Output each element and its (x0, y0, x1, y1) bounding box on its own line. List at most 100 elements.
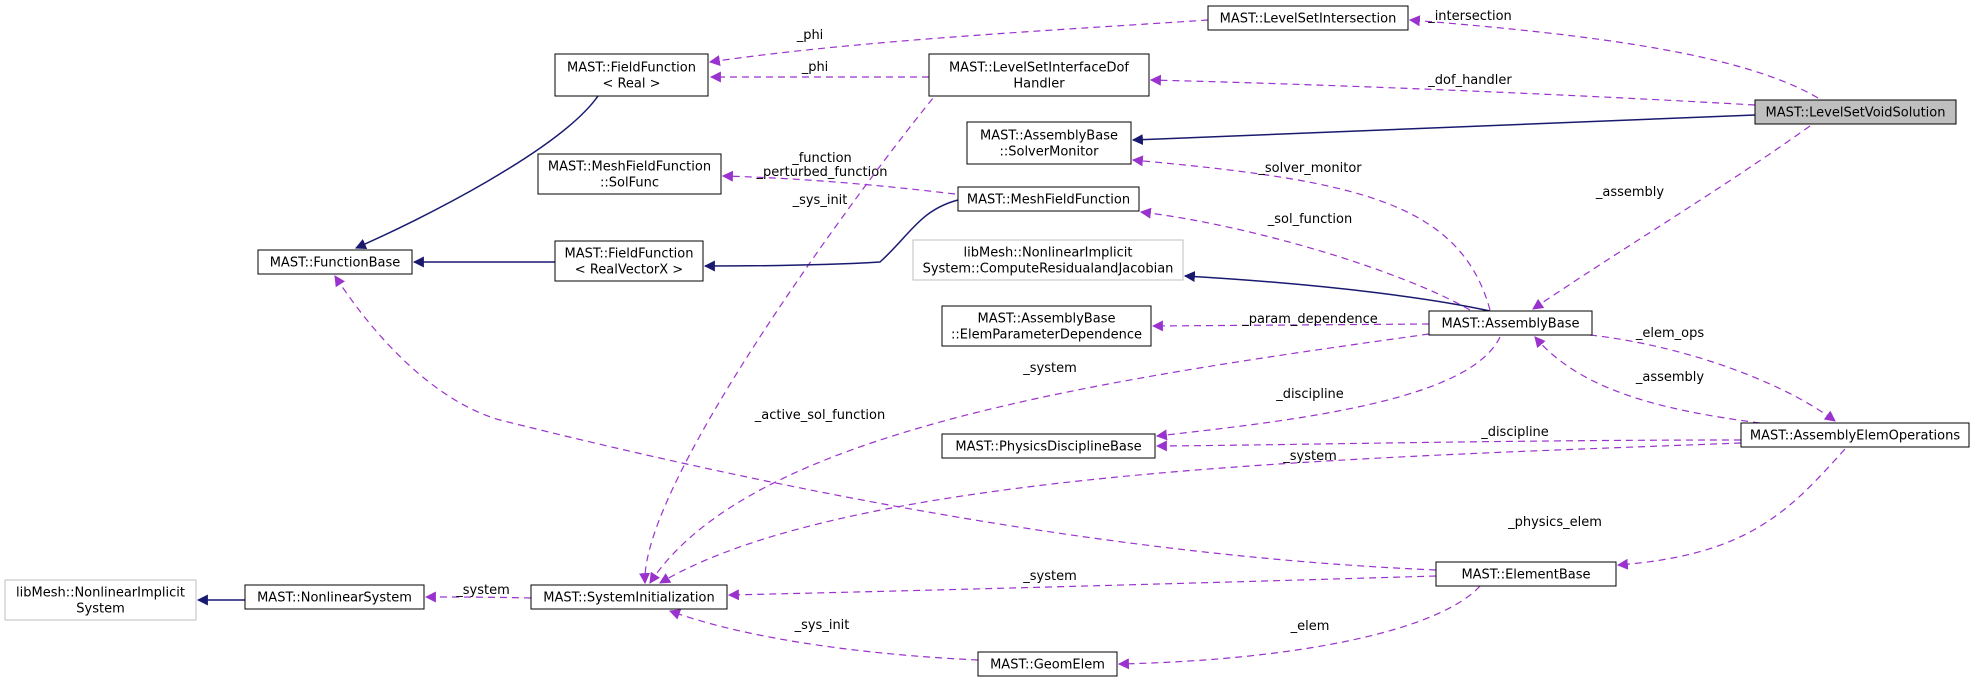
node-label: Handler (1013, 77, 1065, 92)
node-label: MAST::NonlinearSystem (257, 591, 412, 606)
node-box[interactable] (957, 186, 1140, 212)
node-system-initialization[interactable]: MAST::SystemInitialization (530, 584, 728, 610)
node-field-function-real-vector-x[interactable]: MAST::FieldFunction< RealVectorX > (554, 240, 704, 282)
node-label: MAST::AssemblyElemOperations (1750, 429, 1960, 444)
edge-label: _system (1022, 361, 1077, 376)
edge-label: _system (455, 583, 510, 598)
node-box[interactable] (257, 249, 413, 275)
edge-line (354, 95, 599, 250)
node-label: MAST::FunctionBase (270, 256, 401, 271)
node-assembly-base[interactable]: MAST::AssemblyBase (1428, 310, 1593, 336)
node-mesh-field-function[interactable]: MAST::MeshFieldFunction (957, 186, 1140, 212)
edge-line (334, 275, 1437, 571)
edge-system-from-elementbase: _system (727, 569, 1437, 601)
edge-line (639, 79, 949, 585)
edge-label: _intersection (1427, 9, 1512, 24)
edge-system-from-assemblybase: _system (649, 333, 1430, 584)
node-box[interactable] (244, 584, 425, 610)
node-element-base[interactable]: MAST::ElementBase (1435, 561, 1617, 587)
nodes-layer: MAST::LevelSetVoidSolution MAST::LevelSet… (4, 5, 1970, 677)
edge-line (1131, 155, 1491, 311)
edge-solver-monitor: _solver_monitor (1131, 155, 1491, 311)
node-box[interactable] (1435, 561, 1617, 587)
edge-label: _discipline (1275, 387, 1344, 402)
node-geom-elem[interactable]: MAST::GeomElem (977, 651, 1118, 677)
node-label: MAST::AssemblyBase (1442, 317, 1580, 332)
node-level-set-void-solution[interactable]: MAST::LevelSetVoidSolution (1754, 99, 1957, 125)
node-box[interactable] (537, 153, 722, 195)
node-label: ::ElemParameterDependence (951, 328, 1142, 343)
edge-label: _solver_monitor (1257, 161, 1362, 176)
edge-line (1139, 207, 1471, 311)
edge-assemblybase-inherit (1183, 271, 1491, 312)
node-box[interactable] (1428, 310, 1593, 336)
edge-line (721, 170, 956, 195)
edge-label: _phi (801, 60, 829, 75)
edge-label: _discipline (1480, 425, 1549, 440)
edge-sys-init-from-dofhandler: _sys_init (639, 79, 949, 585)
node-box[interactable] (977, 651, 1118, 677)
node-compute-residualand-jacobian[interactable]: libMesh::NonlinearImplicitSystem::Comput… (912, 239, 1184, 281)
node-box[interactable] (1207, 5, 1409, 31)
node-box[interactable] (928, 53, 1150, 97)
node-box[interactable] (941, 433, 1156, 459)
edge-line (1117, 585, 1481, 670)
node-label: MAST::LevelSetVoidSolution (1766, 106, 1946, 121)
edge-label: _phi (796, 28, 824, 43)
node-label: System (76, 602, 124, 617)
node-label: MAST::MeshFieldFunction (967, 193, 1130, 208)
node-box[interactable] (554, 53, 709, 97)
edges-layer: _intersection _phi _phi _dof_handler _assemb… (196, 9, 1846, 670)
edge-line (1408, 15, 1819, 99)
node-box[interactable] (1754, 99, 1957, 125)
node-box[interactable] (554, 240, 704, 282)
edge-assembly-from-voidsolution: _assembly (1532, 125, 1811, 310)
edge-label: _active_sol_function (754, 408, 885, 423)
node-box[interactable] (4, 579, 197, 621)
edge-label: _sys_init (794, 618, 850, 633)
edge-label: _sys_init (792, 193, 848, 208)
edge-label: _physics_elem (1507, 515, 1602, 530)
edge-label: _sol_function (1267, 212, 1352, 227)
node-sol-func[interactable]: MAST::MeshFieldFunction::SolFunc (537, 153, 722, 195)
edge-label: _perturbed_function (756, 165, 888, 180)
edge-param-dependence: _param_dependence (1151, 312, 1430, 332)
node-level-set-intersection[interactable]: MAST::LevelSetIntersection (1207, 5, 1409, 31)
node-solver-monitor[interactable]: MAST::AssemblyBase::SolverMonitor (966, 121, 1132, 165)
node-label: MAST::SystemInitialization (543, 591, 714, 606)
node-elem-parameter-dependence[interactable]: MAST::AssemblyBase::ElemParameterDepende… (941, 305, 1152, 347)
node-label: libMesh::NonlinearImplicit (16, 586, 185, 601)
node-label: ::SolFunc (600, 176, 659, 191)
edge-line (703, 199, 959, 272)
node-label: MAST::FieldFunction (567, 61, 696, 76)
node-label: System::ComputeResidualandJacobian (923, 262, 1174, 277)
node-label: MAST::FieldFunction (565, 247, 694, 262)
edge-line (1149, 74, 1756, 106)
node-box[interactable] (941, 305, 1152, 347)
edge-assembly-from-elemops: _assembly (1534, 336, 1761, 424)
node-label: ::SolverMonitor (999, 145, 1099, 160)
edge-line (1532, 125, 1811, 310)
edge-line (727, 575, 1437, 601)
edge-active-sol-function: _active_sol_function (334, 275, 1437, 571)
edge-fieldfunctionreal-inherit (354, 95, 599, 250)
edge-label: _system (1282, 449, 1337, 464)
node-box[interactable] (1740, 422, 1970, 448)
node-physics-discipline-base[interactable]: MAST::PhysicsDisciplineBase (941, 433, 1156, 459)
edge-label: _param_dependence (1241, 312, 1378, 327)
node-field-function-real[interactable]: MAST::FieldFunction< Real > (554, 53, 709, 97)
edge-dof-handler: _dof_handler (1149, 73, 1756, 106)
node-box[interactable] (966, 121, 1132, 165)
node-label: MAST::LevelSetInterfaceDof (949, 61, 1129, 76)
node-function-base[interactable]: MAST::FunctionBase (257, 249, 413, 275)
node-assembly-elem-operations[interactable]: MAST::AssemblyElemOperations (1740, 422, 1970, 448)
node-box[interactable] (912, 239, 1184, 281)
node-label: MAST::PhysicsDisciplineBase (955, 440, 1141, 455)
edge-system-from-elemops: _system (659, 442, 1742, 584)
edge-elem-ops: _elem_ops (1589, 326, 1836, 422)
node-box[interactable] (530, 584, 728, 610)
node-nonlinear-system[interactable]: MAST::NonlinearSystem (244, 584, 425, 610)
edge-line (1534, 336, 1761, 424)
